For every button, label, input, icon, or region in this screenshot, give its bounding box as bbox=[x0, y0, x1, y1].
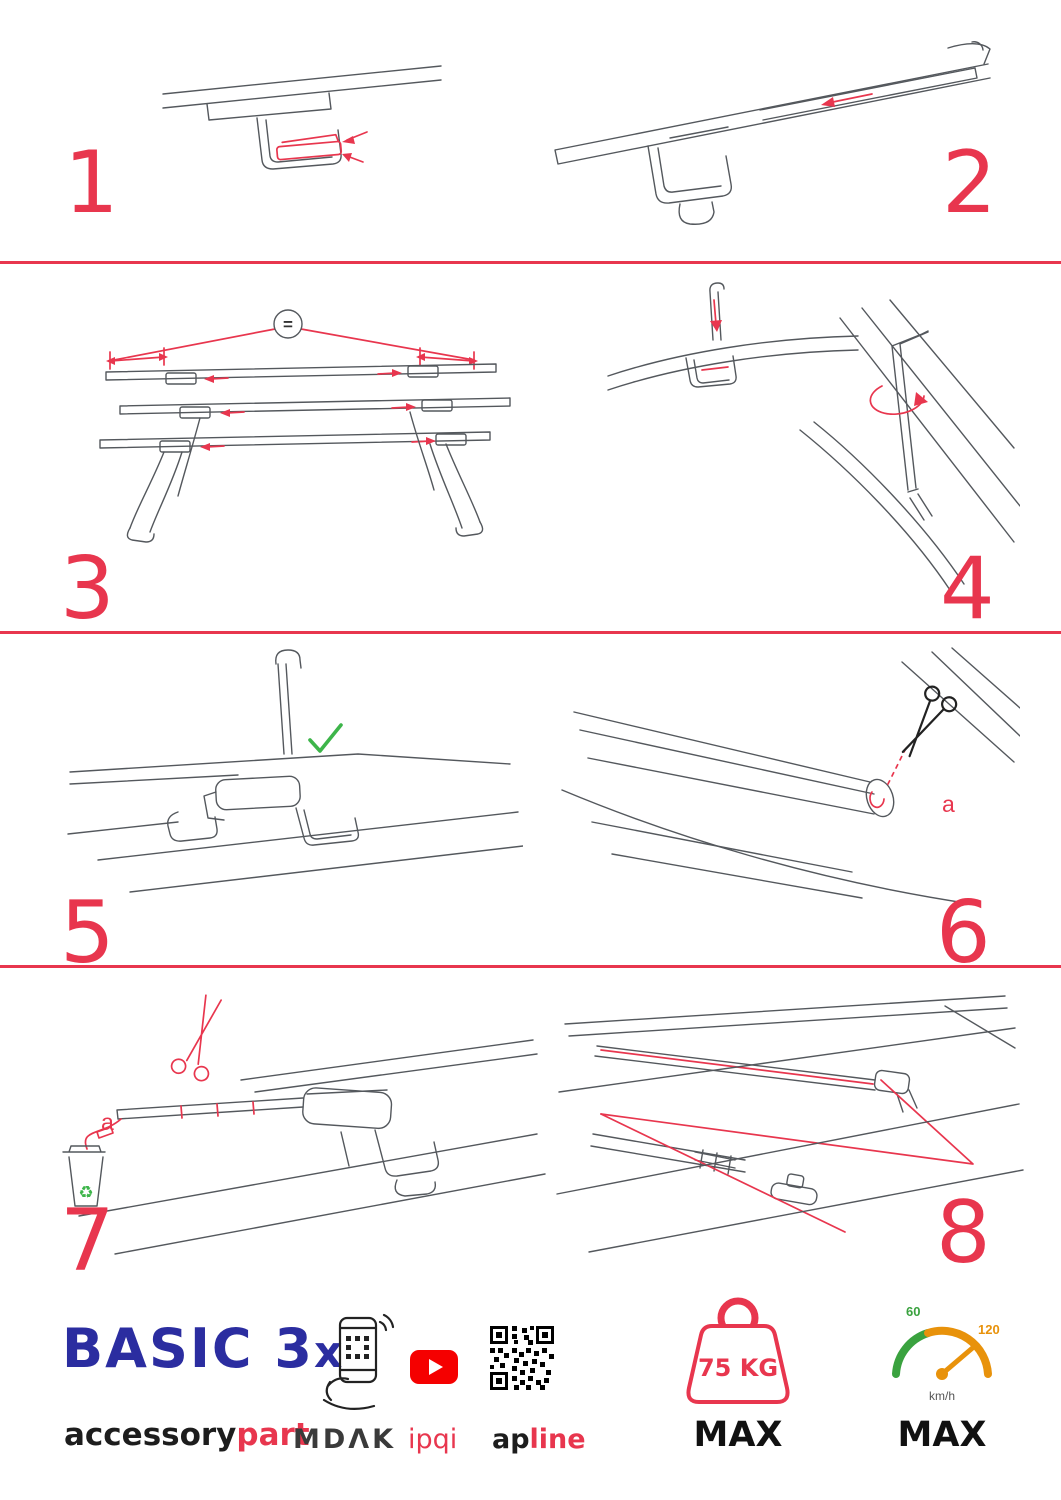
step-number-6: 6 bbox=[936, 883, 991, 983]
youtube-play-triangle bbox=[428, 1359, 443, 1375]
step-number-7: 7 bbox=[60, 1191, 115, 1291]
rotate-arrow bbox=[869, 385, 928, 416]
step-5-illustration bbox=[67, 649, 523, 893]
brand-logo: accessorypart bbox=[64, 1420, 310, 1451]
step-1-illustration bbox=[162, 65, 442, 170]
partner-mdak: MDɅK bbox=[293, 1424, 397, 1455]
check-icon bbox=[308, 723, 343, 753]
step-7-illustration: a ♻ bbox=[62, 994, 546, 1255]
max-weight-icon: 75 KG bbox=[686, 1297, 790, 1404]
partner-apline: apline bbox=[492, 1426, 586, 1453]
partner-ipqi: ipqi bbox=[408, 1424, 458, 1455]
scissors-red-icon bbox=[170, 994, 222, 1082]
weight-max-label: MAX bbox=[693, 1415, 783, 1455]
brand-part2: part bbox=[236, 1417, 310, 1453]
step-number-3: 3 bbox=[60, 539, 115, 639]
speed-max-label: MAX bbox=[897, 1415, 987, 1455]
speed-tick-low: 60 bbox=[906, 1304, 920, 1319]
step-8-illustration bbox=[556, 995, 1024, 1253]
equal-spacing-callout: = bbox=[106, 309, 478, 370]
recycle-symbol: ♻ bbox=[78, 1183, 93, 1202]
phone-qr-icon bbox=[322, 1313, 395, 1411]
scissors-icon bbox=[901, 685, 958, 758]
qr-code bbox=[490, 1326, 554, 1390]
pin-down-arrow bbox=[710, 299, 722, 332]
section-divider-3 bbox=[0, 965, 1061, 968]
section-divider-2 bbox=[0, 631, 1061, 634]
speed-tick-high: 120 bbox=[978, 1322, 1000, 1337]
speed-unit: km/h bbox=[929, 1389, 955, 1403]
slide-arrow bbox=[821, 93, 873, 107]
step-2-illustration bbox=[554, 41, 991, 225]
step-number-5: 5 bbox=[60, 883, 115, 983]
brand-part1: accessory bbox=[64, 1417, 237, 1453]
apline-part1: ap bbox=[492, 1424, 530, 1455]
apline-part2: line bbox=[529, 1424, 586, 1455]
equal-sign: = bbox=[283, 315, 293, 334]
speedometer-icon: 60 120 km/h bbox=[892, 1304, 1000, 1403]
product-name: BASIC 3 bbox=[62, 1317, 314, 1380]
step-4-illustration bbox=[607, 282, 1020, 591]
weight-value: 75 KG bbox=[698, 1354, 778, 1382]
t-bolt bbox=[770, 1173, 818, 1206]
step-number-8: 8 bbox=[936, 1183, 991, 1283]
step-number-1: 1 bbox=[64, 133, 119, 233]
trash-recycle-icon: ♻ bbox=[62, 1145, 106, 1207]
section-divider-1 bbox=[0, 261, 1061, 264]
cut-label-a: a bbox=[942, 791, 955, 817]
step-number-4: 4 bbox=[940, 539, 995, 639]
clamp-pad-highlight bbox=[276, 131, 368, 163]
adjust-arrows bbox=[200, 369, 436, 451]
step-number-2: 2 bbox=[942, 133, 997, 233]
product-suffix: x bbox=[313, 1327, 345, 1378]
step-3-illustration: = bbox=[99, 309, 511, 543]
product-logo: BASIC 3x bbox=[62, 1322, 344, 1376]
step-6-illustration: a bbox=[561, 647, 1020, 905]
youtube-icon bbox=[410, 1350, 458, 1384]
